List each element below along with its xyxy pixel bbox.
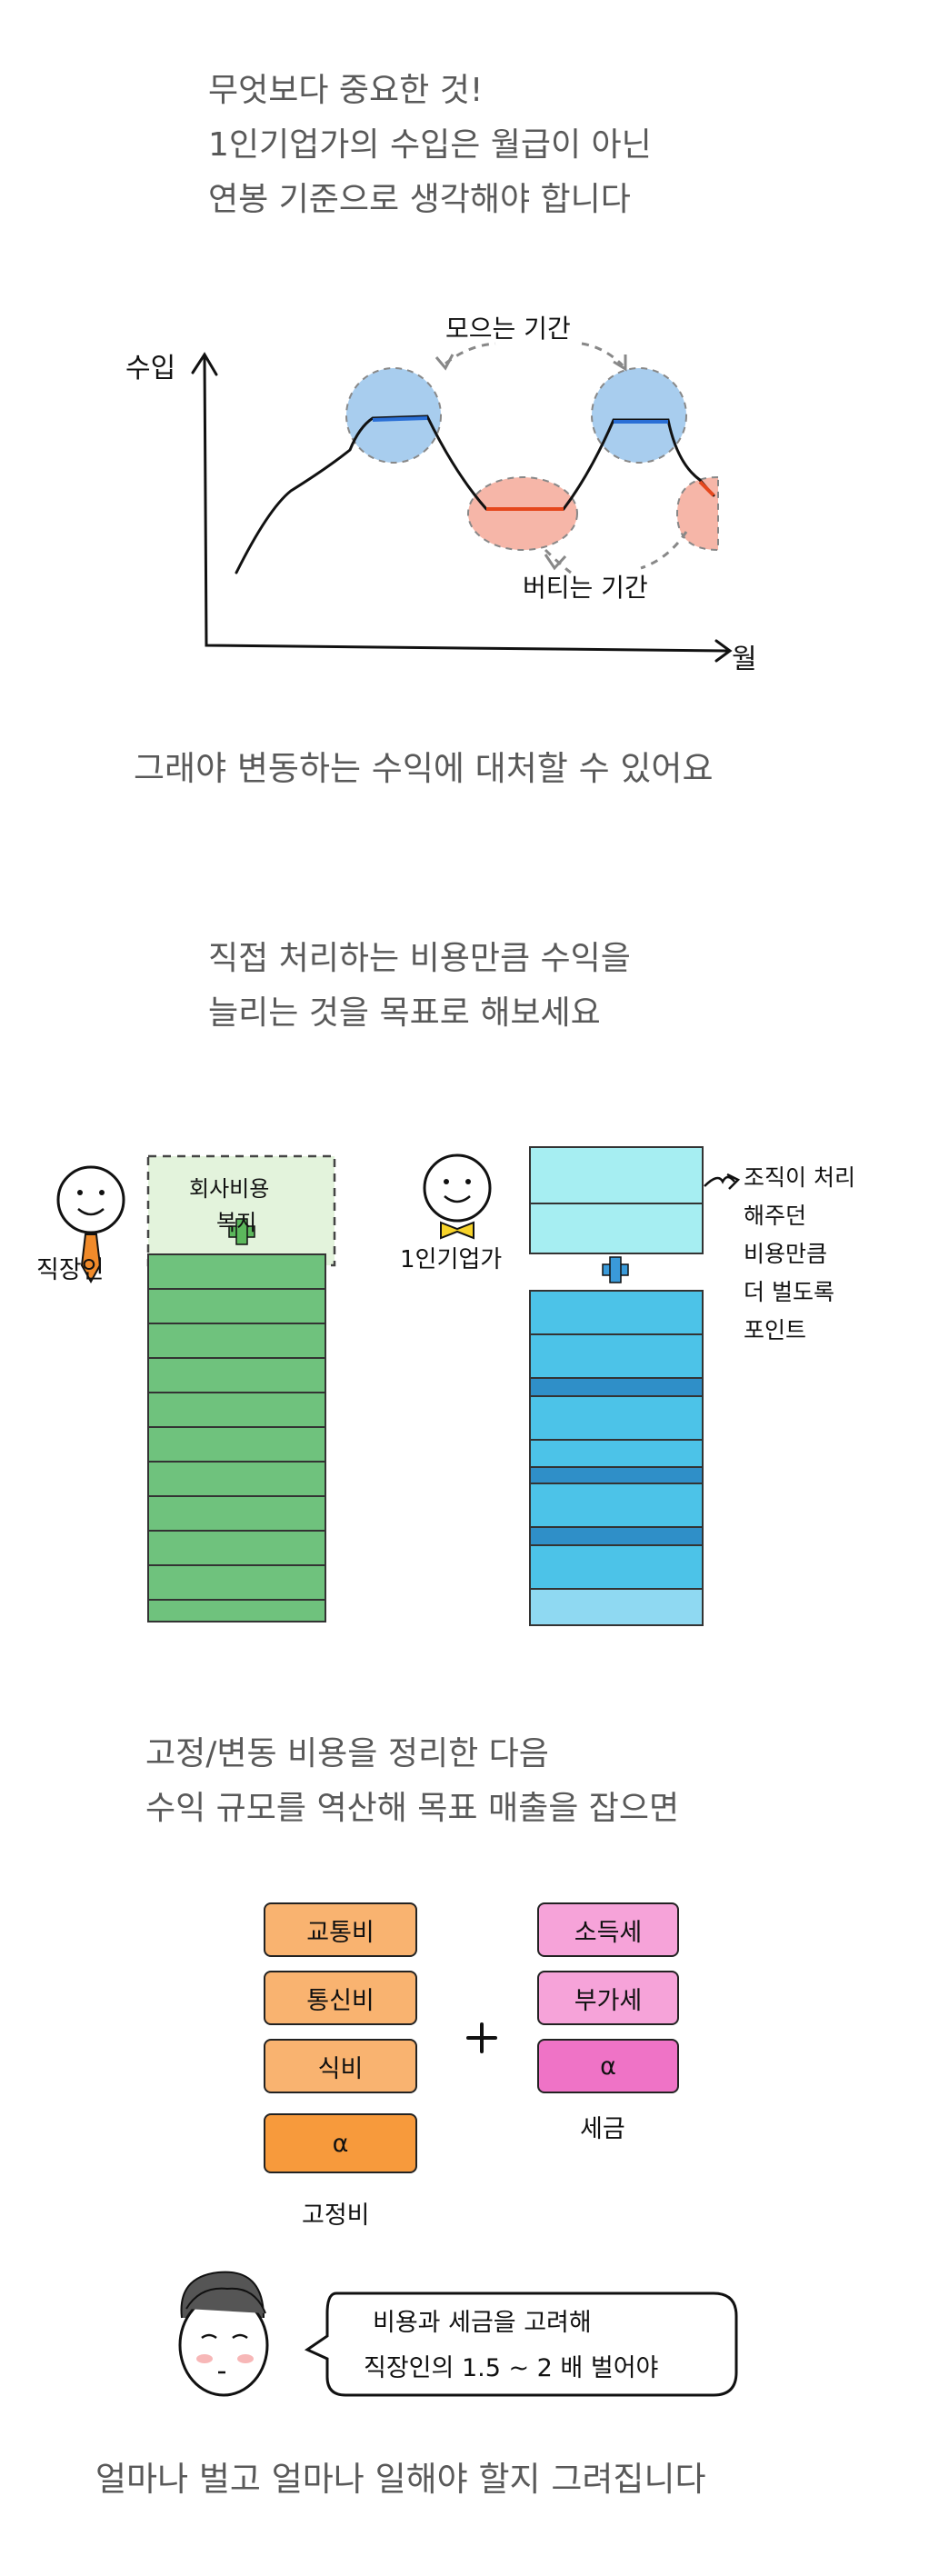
salary-stack [147,1253,326,1622]
tax-alpha: α [537,2039,679,2093]
save-arrow-left [445,342,496,365]
section3-line-1: 고정/변동 비용을 정리한 다음 [145,1735,549,1772]
benefit-line-2: 복지 [216,1210,257,1235]
tax-income: 소득세 [537,1902,679,1957]
endure-period-blob-2 [675,475,719,552]
extra-cost-block-2 [529,1203,704,1254]
tax-label: 세금 [580,2115,625,2143]
caption-final: 얼마나 벌고 얼마나 일해야 할지 그려집니다 [95,2460,706,2499]
endure-arrow-right [640,531,688,570]
section2-line-1: 직접 처리하는 비용만큼 수익을 [208,940,631,977]
speech-line-1: 비용과 세금을 고려해 [373,2309,592,2337]
section2-line-2: 늘리는 것을 목표로 해보세요 [208,994,601,1032]
solo-note-line-2: 해주던 [744,1203,807,1229]
intro-line-1: 무엇보다 중요한 것! [208,72,484,109]
avatar [178,2271,269,2397]
income-line-low-2 [698,480,715,497]
save-period-label: 모으는 기간 [445,314,571,344]
employee-head [56,1165,125,1234]
section3-text: 고정/변동 비용을 정리한 다음 수익 규모를 역산해 목표 매출을 잡으면 [145,1727,679,1836]
intro-line-2: 1인기업가의 수입은 월급이 아닌 [208,126,652,164]
speech-bubble [304,2291,738,2397]
fixed-cost-transport: 교통비 [264,1902,417,1957]
solo-founder-figure [423,1153,492,1240]
tax-vat: 부가세 [537,1971,679,2025]
necktie-icon [80,1233,102,1284]
save-period-blob-2 [591,367,687,464]
solo-note-line-4: 더 벌도록 [744,1279,834,1305]
solo-note-line-3: 비용만큼 [744,1241,828,1267]
speech-line-2: 직장인의 1.5 ~ 2 배 벌어야 [364,2354,659,2382]
y-axis-label: 수입 [125,353,176,384]
solo-note-line-1: 조직이 처리 [744,1164,855,1191]
extra-cost-block-1 [529,1146,704,1204]
employee-label: 직장인 [36,1256,105,1284]
benefit-box [146,1154,336,1267]
intro-text: 무엇보다 중요한 것! 1인기업가의 수입은 월급이 아닌 연봉 기준으로 생각… [208,64,652,227]
section2-text: 직접 처리하는 비용만큼 수익을 늘리는 것을 목표로 해보세요 [208,932,631,1041]
fixed-cost-label: 고정비 [302,2202,370,2230]
x-axis-label: 월 [732,644,757,675]
save-period-blob-1 [345,367,442,464]
founder-head [423,1153,492,1223]
fixed-cost-alpha: α [264,2113,417,2173]
benefit-line-1: 회사비용 [189,1176,270,1202]
endure-period-blob-1 [467,476,578,551]
fixed-cost-food: 식비 [264,2039,417,2093]
section3-line-2: 수익 규모를 역산해 목표 매출을 잡으면 [145,1790,680,1827]
solo-note: 조직이 처리 해주던 비용만큼 더 벌도록 포인트 [744,1159,855,1350]
plus-icon [466,2022,497,2053]
employee-figure [56,1165,125,1284]
plus-icon-blue [602,1256,629,1283]
solo-founder-label: 1인기업가 [400,1246,503,1273]
income-line-high-1 [372,416,428,422]
income-chart-axes [191,352,733,663]
note-arrow [704,1175,735,1187]
endure-period-label: 버티는 기간 [523,573,648,603]
solo-note-line-5: 포인트 [744,1317,807,1343]
income-line [235,414,715,574]
save-arrow-right [581,342,624,367]
fixed-cost-telecom: 통신비 [264,1971,417,2025]
bowtie-icon [440,1221,474,1240]
plus-icon-green [228,1218,255,1245]
caption-1: 그래야 변동하는 수익에 대처할 수 있어요 [134,749,714,788]
intro-line-3: 연봉 기준으로 생각해야 합니다 [208,181,631,218]
revenue-stack [529,1290,704,1626]
